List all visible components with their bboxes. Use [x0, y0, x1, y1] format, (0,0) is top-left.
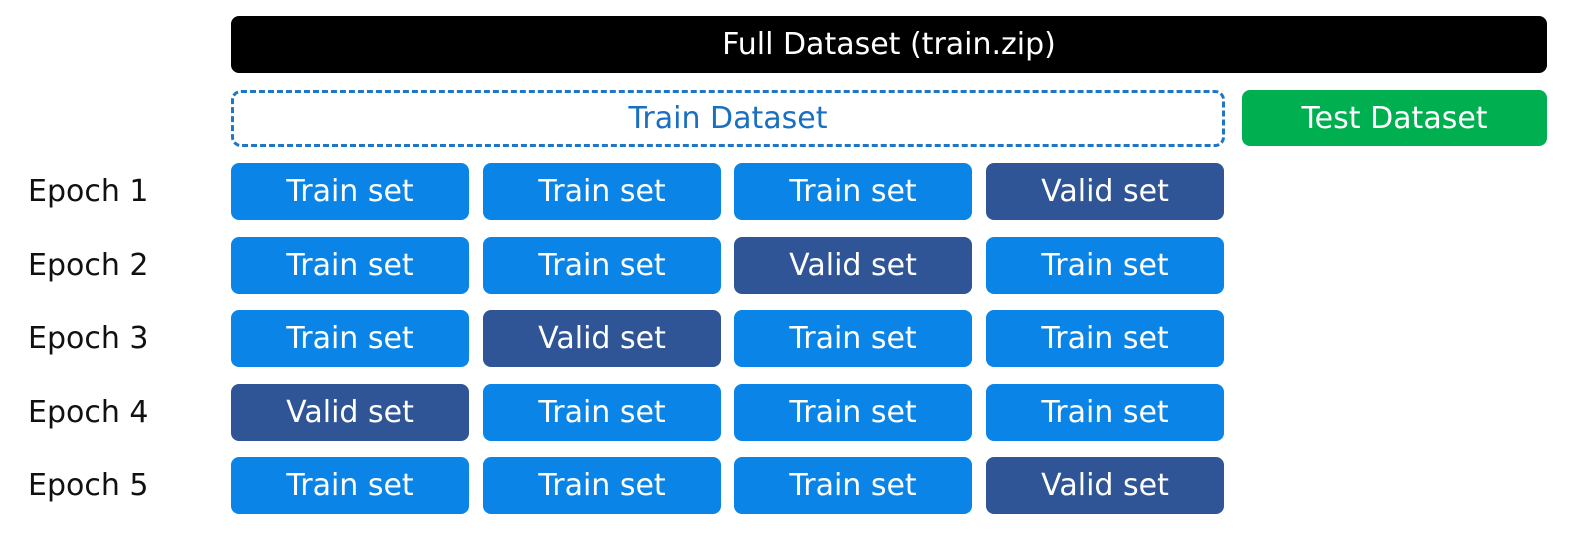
epoch-label: Epoch 4 [28, 395, 149, 430]
train-dataset-box: Train Dataset [231, 90, 1225, 147]
epoch-label: Epoch 3 [28, 321, 149, 356]
train-set-block: Train set [231, 163, 469, 220]
valid-set-block: Valid set [986, 163, 1224, 220]
train-set-block: Train set [734, 163, 972, 220]
train-set-block: Train set [483, 163, 721, 220]
epoch-label: Epoch 1 [28, 174, 149, 209]
valid-set-block: Valid set [483, 310, 721, 367]
train-set-block: Train set [483, 237, 721, 294]
train-set-block: Train set [483, 384, 721, 441]
train-set-block: Train set [986, 310, 1224, 367]
train-set-block: Train set [231, 457, 469, 514]
train-set-block: Train set [231, 237, 469, 294]
epoch-label: Epoch 5 [28, 468, 149, 503]
train-set-block: Train set [734, 310, 972, 367]
valid-set-block: Valid set [734, 237, 972, 294]
train-set-block: Train set [483, 457, 721, 514]
train-set-block: Train set [734, 384, 972, 441]
test-dataset-box: Test Dataset [1242, 90, 1547, 146]
valid-set-block: Valid set [986, 457, 1224, 514]
train-set-block: Train set [734, 457, 972, 514]
full-dataset-bar: Full Dataset (train.zip) [231, 16, 1547, 73]
valid-set-block: Valid set [231, 384, 469, 441]
epoch-label: Epoch 2 [28, 248, 149, 283]
train-set-block: Train set [231, 310, 469, 367]
train-set-block: Train set [986, 237, 1224, 294]
train-set-block: Train set [986, 384, 1224, 441]
